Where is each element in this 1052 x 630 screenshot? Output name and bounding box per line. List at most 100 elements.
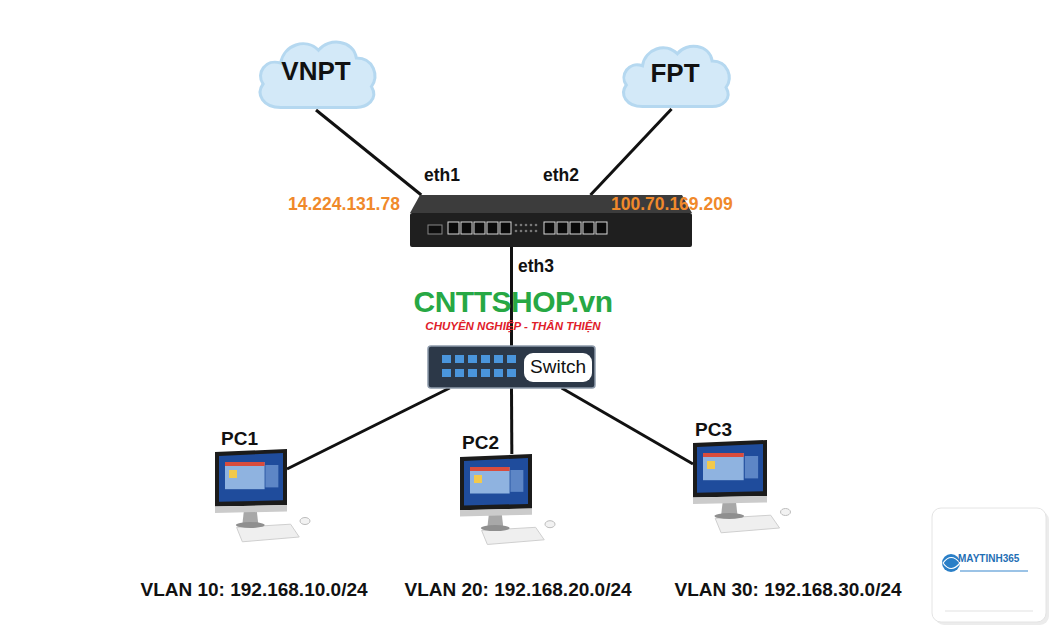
switch-port (507, 355, 516, 363)
screen-window (510, 470, 523, 492)
status-led (515, 230, 518, 233)
monitor-chin (460, 509, 532, 517)
network-link (562, 388, 693, 464)
screen-window (470, 467, 510, 494)
switch-port (442, 355, 451, 363)
node-shape (215, 449, 287, 529)
switch-port (494, 369, 503, 377)
watermark: CNTTSHOP.vn (398, 285, 628, 318)
mouse (300, 518, 310, 525)
watermark-brand: MAYTINH365 (958, 553, 1044, 564)
isp-name: VNPT (253, 57, 379, 86)
switch-port (507, 369, 516, 377)
status-led (515, 224, 518, 227)
status-led (520, 224, 523, 227)
status-led (535, 224, 538, 227)
pc-name: PC2 (462, 433, 522, 454)
pc-node: PC2VLAN 20: 192.168.20.0/24 (460, 454, 532, 532)
status-led (520, 230, 523, 233)
watermark-badge (932, 508, 1049, 625)
network-link (316, 110, 421, 195)
switch-box: Switch (428, 346, 595, 388)
switch-port (468, 369, 477, 377)
node-shape (693, 440, 767, 520)
ethernet-port (461, 222, 472, 234)
router-front (410, 213, 692, 247)
watermark-slogan: CHUYÊN NGHIỆP - THÂN THIỆN (398, 320, 628, 333)
vlan-subnet: VLAN 10: 192.168.10.0/24 (124, 580, 384, 601)
isp-cloud: FPT (617, 37, 733, 109)
isp-cloud: VNPT (253, 32, 379, 110)
pc-node: PC1VLAN 10: 192.168.10.0/24 (215, 449, 287, 529)
ethernet-port (487, 222, 498, 234)
network-link (590, 109, 671, 195)
screen-window (745, 456, 758, 478)
switch-port (455, 355, 464, 363)
switch-port (494, 355, 503, 363)
device-name: Switch (524, 357, 592, 378)
ethernet-port (557, 222, 568, 234)
switch-label-pill (524, 353, 592, 382)
monitor-screen (219, 453, 283, 502)
mouse (545, 521, 555, 528)
screen-window-bar (703, 453, 744, 457)
ethernet-port (474, 222, 485, 234)
network-link (510, 388, 513, 454)
ethernet-port (500, 222, 511, 234)
vlan-subnet: VLAN 20: 192.168.20.0/24 (388, 580, 648, 601)
monitor-chin (693, 496, 767, 504)
ethernet-port (596, 222, 607, 234)
monitor-base (236, 522, 265, 528)
screen-window (225, 462, 265, 489)
ip-address: 14.224.131.78 (288, 195, 418, 214)
screen-window (474, 475, 482, 483)
screen-window-bar (470, 467, 510, 471)
status-led (530, 230, 533, 233)
switch-port (442, 369, 451, 377)
monitor-frame (215, 449, 287, 507)
pc-name: PC3 (695, 420, 755, 441)
node-shape (460, 454, 532, 532)
badge-tagline (960, 570, 1028, 572)
ethernet-port (570, 222, 581, 234)
interface-name: eth1 (424, 166, 484, 185)
switch-port (455, 369, 464, 377)
switch-port (468, 355, 477, 363)
network-link (287, 388, 450, 469)
ethernet-port (448, 222, 459, 234)
monitor-chin (215, 505, 287, 513)
switch-port (481, 355, 490, 363)
monitor-frame (693, 440, 767, 498)
monitor-frame (460, 454, 532, 510)
badge-globe (942, 554, 960, 572)
pc-name: PC1 (221, 429, 281, 450)
monitor-screen (697, 444, 763, 493)
interface-name: eth3 (518, 257, 578, 276)
screen-window (707, 461, 715, 469)
screen-window (703, 453, 744, 480)
monitor-screen (464, 458, 528, 505)
badge-footer (945, 610, 1033, 612)
status-led (535, 230, 538, 233)
mouse (781, 509, 791, 516)
pc-node: PC3VLAN 30: 192.168.30.0/24 (693, 440, 767, 520)
badge-box (932, 508, 1046, 622)
screen-window (229, 470, 237, 478)
screen-window (265, 465, 278, 487)
ip-address: 100.70.169.209 (611, 195, 761, 214)
sfp-port (428, 225, 442, 234)
switch-port (481, 369, 490, 377)
status-led (525, 224, 528, 227)
interface-name: eth2 (543, 166, 603, 185)
screen-window-bar (225, 462, 265, 466)
ethernet-port (544, 222, 555, 234)
ethernet-port (583, 222, 594, 234)
vlan-subnet: VLAN 30: 192.168.30.0/24 (658, 580, 918, 601)
monitor-base (481, 525, 510, 531)
monitor-base (714, 513, 744, 519)
badge-globe-line (943, 558, 960, 569)
isp-name: FPT (617, 59, 733, 88)
status-led (525, 230, 528, 233)
switch-body (428, 346, 595, 388)
status-led (530, 224, 533, 227)
